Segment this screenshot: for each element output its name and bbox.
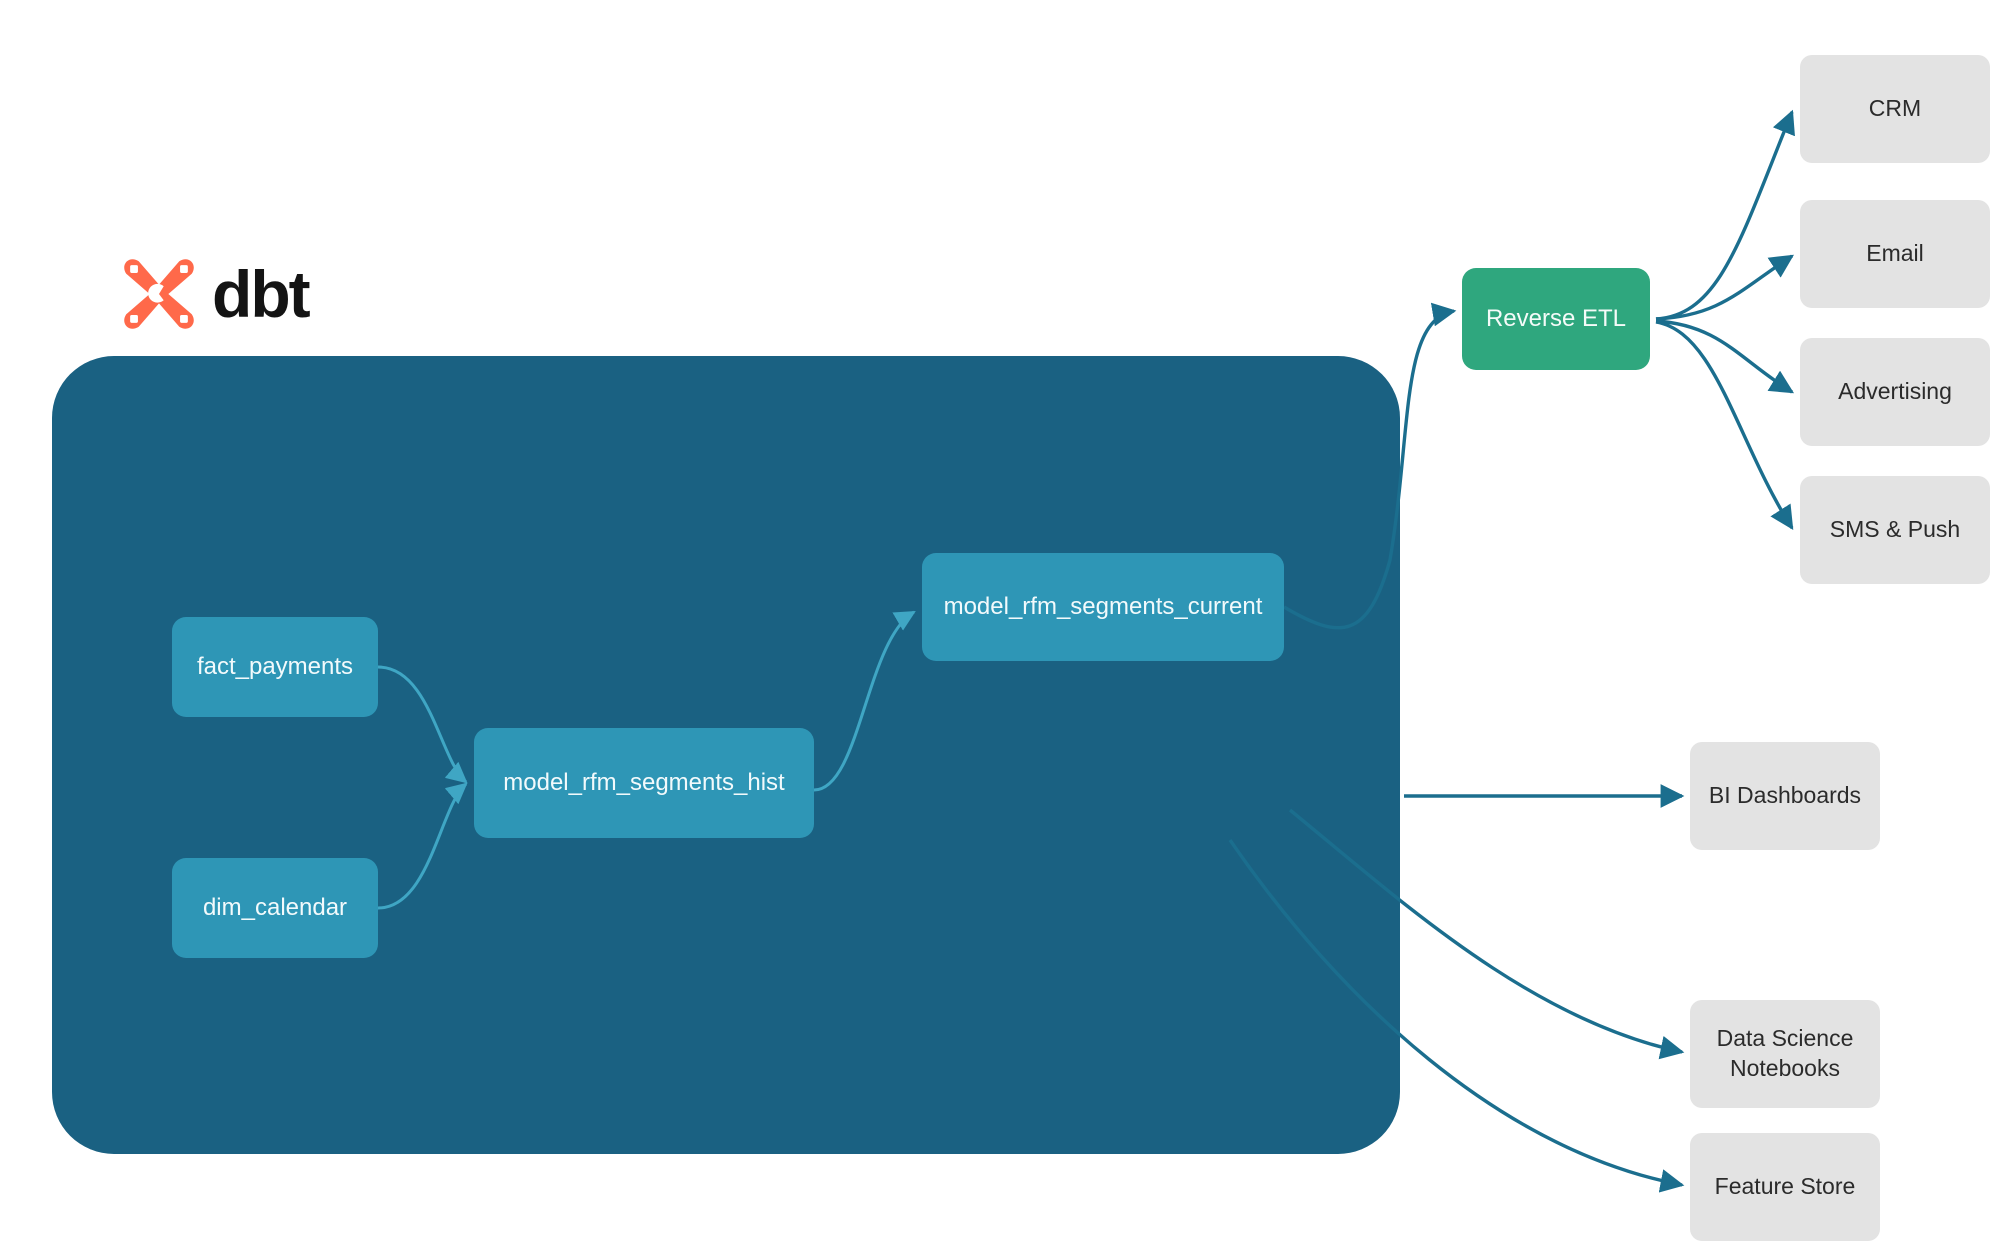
node-bi-dashboards[interactable]: BI Dashboards [1690, 742, 1880, 850]
node-fact-payments-label: fact_payments [196, 653, 354, 680]
node-crm-label: CRM [1868, 95, 1922, 122]
node-data-science-notebooks[interactable]: Data Science Notebooks [1690, 1000, 1880, 1108]
node-feature-store-label: Feature Store [1714, 1173, 1856, 1200]
node-model-rfm-segments-hist[interactable]: model_rfm_segments_hist [474, 728, 814, 838]
node-reverse-etl-label: Reverse ETL [1485, 305, 1627, 332]
node-model-rfm-segments-current[interactable]: model_rfm_segments_current [922, 553, 1284, 661]
node-feature-store[interactable]: Feature Store [1690, 1133, 1880, 1241]
node-dim-calendar-label: dim_calendar [202, 894, 348, 921]
node-model-rfm-segments-current-label: model_rfm_segments_current [943, 593, 1263, 620]
node-sms-push[interactable]: SMS & Push [1800, 476, 1990, 584]
node-advertising-label: Advertising [1838, 378, 1952, 405]
node-crm[interactable]: CRM [1800, 55, 1990, 163]
dbt-brand: dbt [120, 255, 311, 333]
node-model-rfm-segments-hist-label: model_rfm_segments_hist [503, 769, 785, 796]
node-reverse-etl[interactable]: Reverse ETL [1462, 268, 1650, 370]
node-data-science-notebooks-line2: Notebooks [1730, 1055, 1840, 1081]
edge-reverse-etl-to-email [1655, 254, 1794, 321]
node-data-science-notebooks-line1: Data Science [1716, 1025, 1854, 1052]
node-fact-payments[interactable]: fact_payments [172, 617, 378, 717]
node-email[interactable]: Email [1800, 200, 1990, 308]
edge-reverse-etl-to-advertising [1655, 319, 1795, 394]
node-sms-push-label: SMS & Push [1829, 516, 1961, 543]
node-advertising[interactable]: Advertising [1800, 338, 1990, 446]
node-email-label: Email [1866, 240, 1924, 267]
node-dim-calendar[interactable]: dim_calendar [172, 858, 378, 958]
node-bi-dashboards-label: BI Dashboards [1708, 782, 1862, 809]
node-data-science-notebooks-label: Data Science Notebooks [1717, 1024, 1854, 1084]
edge-reverse-etl-to-sms-push [1655, 320, 1794, 531]
edge-reverse-etl-to-crm [1655, 109, 1795, 321]
dbt-wordmark: dbt [212, 257, 311, 331]
dbt-logo-icon [124, 259, 194, 329]
